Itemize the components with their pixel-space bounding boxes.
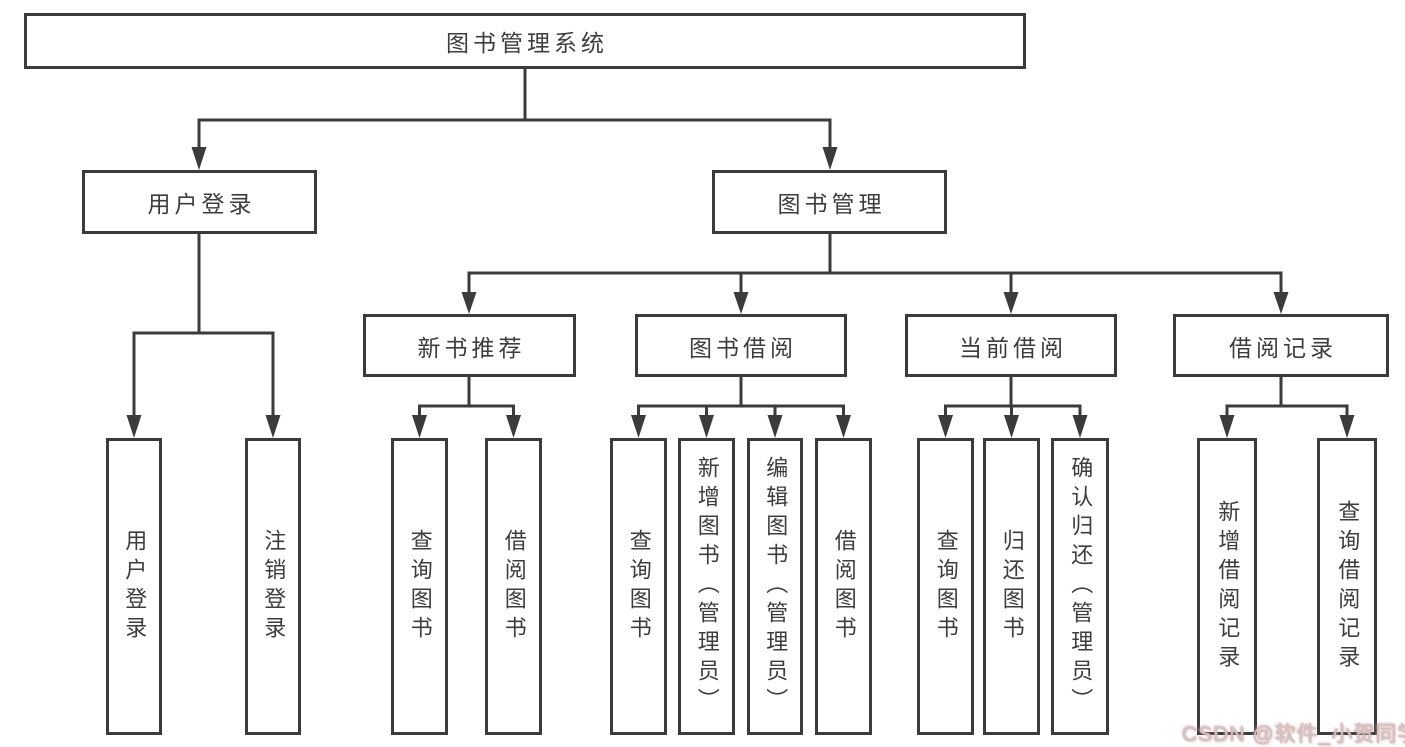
node-label: 借阅记录	[1229, 334, 1337, 361]
connector-root-to-level1	[191, 69, 838, 170]
node-label: 新书推荐	[417, 334, 526, 361]
node-leaf-user-login: 用户登录	[106, 438, 162, 735]
node-label: 编辑图书（管理员）	[763, 456, 789, 717]
connector-new-book-children	[412, 377, 521, 438]
node-book-borrow: 图书借阅	[635, 314, 847, 377]
node-book-management: 图书管理	[712, 170, 947, 234]
connector-book-borrow-children	[631, 377, 851, 438]
node-label: 新增借阅记录	[1215, 499, 1241, 674]
node-label: 注销登录	[261, 528, 287, 645]
node-label: 确认归还（管理员）	[1068, 456, 1094, 717]
connector-book-management-children	[461, 234, 1289, 314]
node-label: 查询图书	[407, 528, 433, 645]
node-borrow-record: 借阅记录	[1173, 314, 1389, 377]
node-nb-query-book: 查询图书	[391, 438, 448, 735]
connector-current-borrow-children	[938, 377, 1088, 438]
node-leaf-logout: 注销登录	[245, 438, 301, 735]
node-current-borrow: 当前借阅	[905, 314, 1117, 377]
node-label: 图书借阅	[689, 334, 797, 361]
connector-borrow-record-children	[1219, 377, 1355, 438]
node-label: 查询图书	[933, 528, 959, 645]
node-cb-return-book: 归还图书	[983, 438, 1040, 735]
node-root-system: 图书管理系统	[24, 13, 1026, 69]
node-label: 图书管理系统	[446, 30, 608, 56]
node-label: 归还图书	[999, 528, 1025, 645]
node-nb-borrow-book: 借阅图书	[485, 438, 542, 735]
node-bb-add-book-admin: 新增图书（管理员）	[678, 438, 735, 735]
node-br-query-record: 查询借阅记录	[1317, 438, 1377, 735]
node-cb-query-book: 查询图书	[917, 438, 974, 735]
node-label: 用户登录	[147, 191, 256, 217]
node-label: 用户登录	[122, 528, 148, 645]
node-label: 当前借阅	[959, 334, 1067, 361]
node-label: 图书管理	[777, 191, 886, 217]
node-bb-query-book: 查询图书	[610, 438, 667, 735]
node-label: 借阅图书	[501, 528, 527, 645]
node-label: 借阅图书	[831, 528, 857, 645]
node-cb-confirm-return-admin: 确认归还（管理员）	[1051, 438, 1109, 735]
csdn-watermark: CSDN @软件_小贺同学	[1182, 723, 1405, 746]
node-label: 查询借阅记录	[1335, 499, 1361, 674]
connector-user-login-children	[126, 234, 281, 438]
node-label: 新增图书（管理员）	[694, 456, 720, 717]
node-new-book-recommend: 新书推荐	[363, 314, 576, 377]
node-label: 查询图书	[626, 528, 652, 645]
node-bb-borrow-book: 借阅图书	[815, 438, 872, 735]
node-br-add-record: 新增借阅记录	[1197, 438, 1257, 735]
node-bb-edit-book-admin: 编辑图书（管理员）	[747, 438, 803, 735]
node-user-login: 用户登录	[82, 170, 317, 234]
